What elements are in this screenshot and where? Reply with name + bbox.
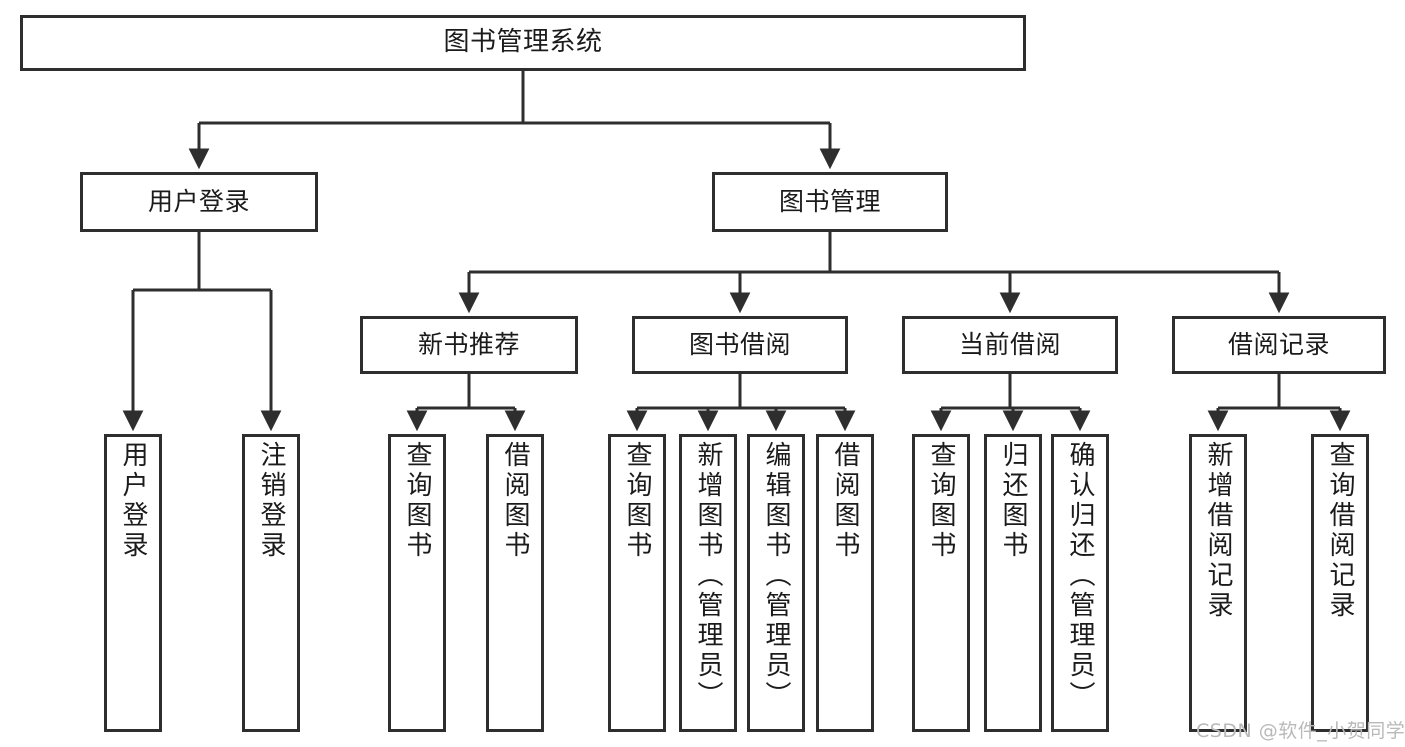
node-leaf-confirm-return-label: 确认归还（管理员） bbox=[1065, 441, 1095, 711]
node-leaf-add-record[interactable]: 新增借阅记录 bbox=[1189, 434, 1247, 732]
node-book-manage-label: 图书管理 bbox=[778, 187, 881, 216]
node-book-borrow-label: 图书借阅 bbox=[688, 330, 791, 359]
node-borrow-record[interactable]: 借阅记录 bbox=[1172, 316, 1386, 374]
node-current-borrow-label: 当前借阅 bbox=[958, 330, 1061, 359]
node-user-login-label: 用户登录 bbox=[147, 187, 250, 216]
node-leaf-query-record-label: 查询借阅记录 bbox=[1325, 441, 1355, 621]
node-leaf-query-book-3[interactable]: 查询图书 bbox=[912, 434, 970, 732]
node-leaf-logout[interactable]: 注销登录 bbox=[242, 434, 300, 732]
node-leaf-confirm-return[interactable]: 确认归还（管理员） bbox=[1051, 434, 1109, 732]
node-new-book-rec[interactable]: 新书推荐 bbox=[360, 316, 578, 374]
csdn-watermark: CSDN @软件_小贺同学 bbox=[1196, 720, 1405, 742]
node-current-borrow[interactable]: 当前借阅 bbox=[902, 316, 1118, 374]
node-leaf-borrow-book-2[interactable]: 借阅图书 bbox=[816, 434, 874, 732]
node-leaf-add-book[interactable]: 新增图书（管理员） bbox=[679, 434, 737, 732]
node-leaf-query-book-3-label: 查询图书 bbox=[926, 441, 956, 561]
node-leaf-query-book-1[interactable]: 查询图书 bbox=[388, 434, 446, 732]
node-book-borrow[interactable]: 图书借阅 bbox=[632, 316, 848, 374]
node-root-label: 图书管理系统 bbox=[443, 27, 603, 58]
node-leaf-logout-label: 注销登录 bbox=[256, 441, 286, 561]
node-leaf-edit-book-label: 编辑图书（管理员） bbox=[761, 441, 791, 711]
node-leaf-query-book-1-label: 查询图书 bbox=[402, 441, 432, 561]
node-book-manage[interactable]: 图书管理 bbox=[712, 172, 948, 232]
node-borrow-record-label: 借阅记录 bbox=[1227, 330, 1330, 359]
node-leaf-user-login-label: 用户登录 bbox=[118, 441, 148, 561]
node-leaf-borrow-book-2-label: 借阅图书 bbox=[830, 441, 860, 561]
node-leaf-return-book[interactable]: 归还图书 bbox=[984, 434, 1042, 732]
node-leaf-add-record-label: 新增借阅记录 bbox=[1203, 441, 1233, 621]
node-new-book-rec-label: 新书推荐 bbox=[417, 330, 520, 359]
node-leaf-return-book-label: 归还图书 bbox=[998, 441, 1028, 561]
node-leaf-borrow-book-1[interactable]: 借阅图书 bbox=[486, 434, 544, 732]
node-leaf-query-record[interactable]: 查询借阅记录 bbox=[1311, 434, 1369, 732]
node-leaf-add-book-label: 新增图书（管理员） bbox=[693, 441, 723, 711]
node-root[interactable]: 图书管理系统 bbox=[20, 15, 1026, 71]
node-user-login[interactable]: 用户登录 bbox=[80, 172, 318, 232]
node-leaf-edit-book[interactable]: 编辑图书（管理员） bbox=[747, 434, 805, 732]
node-leaf-borrow-book-1-label: 借阅图书 bbox=[500, 441, 530, 561]
node-leaf-query-book-2-label: 查询图书 bbox=[622, 441, 652, 561]
node-leaf-user-login[interactable]: 用户登录 bbox=[104, 434, 162, 732]
node-leaf-query-book-2[interactable]: 查询图书 bbox=[608, 434, 666, 732]
